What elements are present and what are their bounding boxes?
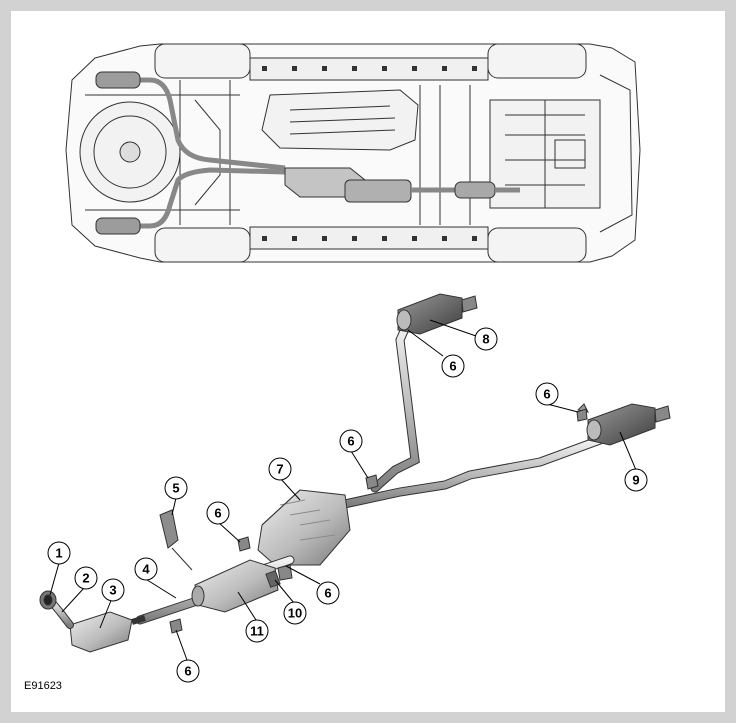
leader-lines	[49, 319, 637, 661]
rear-silencer-8	[396, 293, 478, 335]
underbody-front-catalyst	[454, 181, 496, 199]
svg-text:6: 6	[543, 387, 550, 402]
sill-left	[249, 57, 489, 81]
callout-3: 3	[101, 578, 125, 602]
svg-text:6: 6	[184, 664, 191, 679]
svg-text:10: 10	[288, 606, 302, 621]
callout-5: 5	[164, 476, 188, 500]
exhaust-system-exploded	[39, 293, 671, 653]
svg-text:8: 8	[482, 332, 489, 347]
callout-6-centre: 6	[339, 429, 363, 453]
callout-6-upper-branch: 6	[441, 354, 465, 378]
callout-6-lower-centre: 6	[316, 581, 340, 605]
mount-6-lower-left	[169, 618, 183, 634]
callout-6-upper-left: 6	[206, 501, 230, 525]
svg-text:6: 6	[324, 586, 331, 601]
catalyst-11	[191, 559, 279, 613]
callout-11: 11	[245, 619, 269, 643]
callout-9: 9	[624, 468, 648, 492]
callout-2: 2	[74, 566, 98, 590]
mounting-rubbers	[169, 408, 588, 634]
underbody-resonator	[344, 179, 412, 203]
callout-6-right: 6	[535, 382, 559, 406]
flange-1	[39, 590, 57, 610]
callout-6-lower-left: 6	[176, 659, 200, 683]
vehicle-underbody-view	[65, 43, 641, 263]
wheel-rear-left	[154, 43, 251, 79]
mount-6-right	[576, 408, 588, 422]
mount-6-lower-centre	[277, 564, 293, 581]
sill-right	[249, 226, 489, 250]
svg-text:6: 6	[214, 506, 221, 521]
bracket-5	[159, 509, 179, 549]
svg-text:9: 9	[632, 473, 639, 488]
mount-6-upper-left	[237, 536, 251, 552]
svg-text:6: 6	[347, 434, 354, 449]
svg-text:5: 5	[172, 481, 179, 496]
callout-10: 10	[283, 601, 307, 625]
clamp-10	[265, 570, 281, 588]
figure-id-label: E91623	[24, 680, 62, 692]
underbody-rear-silencer-right	[95, 217, 141, 235]
underbody-exhaust-route	[95, 71, 520, 235]
wheel-rear-right	[154, 227, 251, 263]
wheel-front-left	[487, 43, 587, 79]
wheel-front-right	[487, 227, 587, 263]
underbody-rear-silencer-left	[95, 71, 141, 89]
rear-silencer-9	[576, 403, 671, 446]
callout-7: 7	[268, 457, 292, 481]
callout-1: 1	[47, 541, 71, 565]
front-catalyst-3	[69, 611, 146, 653]
svg-text:4: 4	[142, 562, 150, 577]
callout-8: 8	[474, 327, 498, 351]
callout-4: 4	[134, 557, 158, 581]
svg-text:6: 6	[449, 359, 456, 374]
mount-6-centre	[365, 474, 379, 490]
svg-text:7: 7	[276, 462, 283, 477]
svg-text:3: 3	[109, 583, 116, 598]
svg-text:2: 2	[82, 571, 89, 586]
svg-text:1: 1	[55, 546, 62, 561]
svg-text:11: 11	[250, 624, 264, 639]
centre-silencer-7	[257, 489, 351, 566]
